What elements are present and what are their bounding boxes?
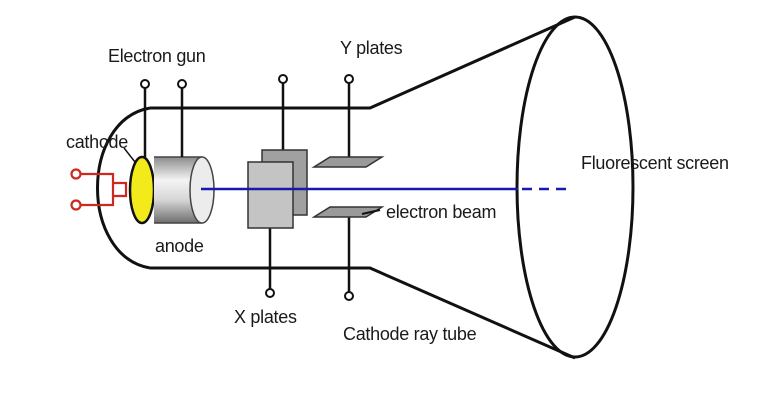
y-plates-label: Y plates [340, 38, 403, 58]
x-plates-label: X plates [234, 307, 297, 327]
heater-wire [70, 168, 128, 211]
tube-neck-top [150, 15, 576, 110]
fluorescent-screen [515, 15, 635, 359]
electron-gun-label: Electron gun [108, 46, 206, 66]
x-plates [247, 74, 308, 298]
cathode-ray-tube-label: Cathode ray tube [343, 324, 477, 344]
tube-neck-bottom [150, 266, 576, 360]
tube-rear-end [96, 106, 151, 270]
cathode-pointer [123, 147, 136, 163]
anode [154, 156, 215, 224]
fluorescent-screen-label: Fluorescent screen [581, 153, 729, 173]
cathode [128, 155, 156, 225]
electron-beam-label: electron beam [386, 202, 497, 222]
cathode-label: cathode [66, 132, 128, 152]
electron-beam-pointer [361, 209, 381, 215]
electron-gun-leads [140, 79, 187, 158]
anode-label: anode [155, 236, 204, 256]
y-plates [311, 74, 385, 301]
